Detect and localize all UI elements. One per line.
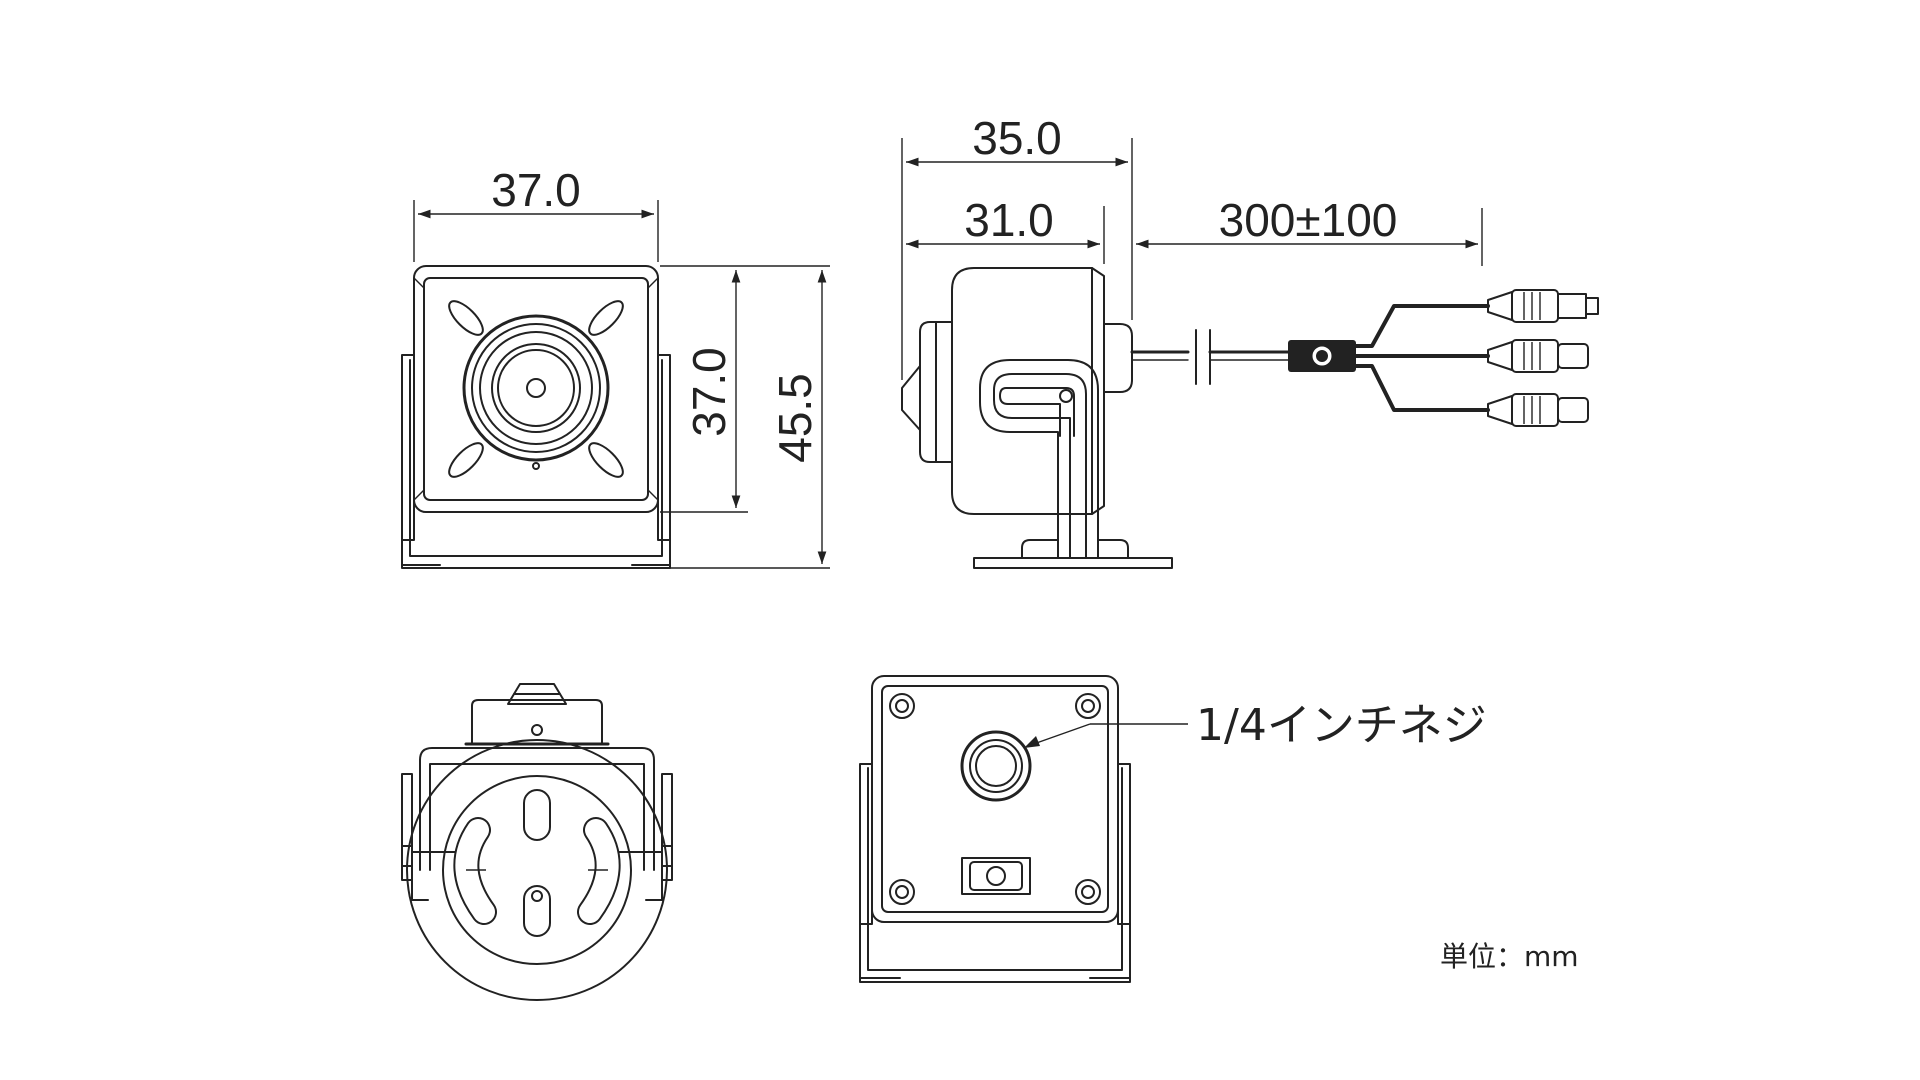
callout-tripod-thread: 1/4インチネジ [1196,700,1487,751]
dim-front-height: 37.0 [683,347,735,437]
connector-rca [1487,393,1589,427]
rear-view [859,675,1188,983]
dim-front-total-height: 45.5 [769,373,821,463]
front-dimensions: 37.0 37.0 45.5 [413,164,830,569]
side-dimensions: 35.0 31.0 300±100 [901,112,1483,380]
dim-side-total-depth: 35.0 [972,112,1062,164]
front-view [401,265,671,569]
side-view [901,267,1599,569]
dim-side-body-depth: 31.0 [964,194,1054,246]
unit-label: 単位：mm [1440,940,1579,973]
connector-bnc [1487,289,1599,323]
connector-dc [1487,339,1589,373]
dim-cable-length: 300±100 [1219,194,1398,246]
dim-front-width: 37.0 [491,164,581,216]
top-view [401,683,673,1001]
